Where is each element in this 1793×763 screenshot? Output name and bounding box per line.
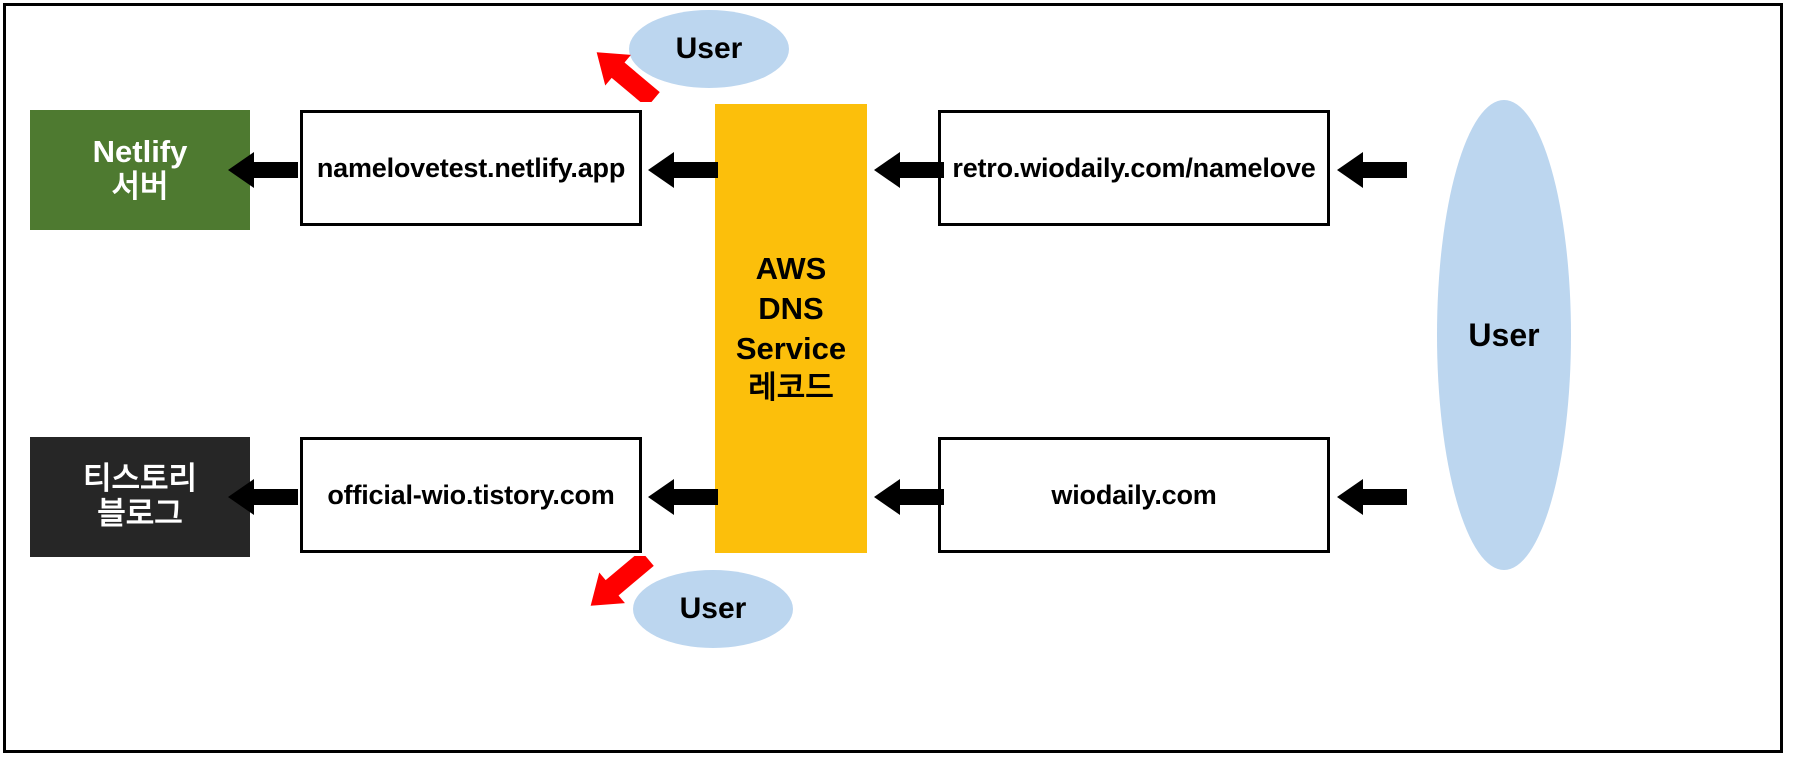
arrow-netlifyapp-to-netlifyserver [228, 152, 298, 188]
user-bottom-label: User [679, 592, 747, 625]
node-retro-wiodaily-namelove[interactable]: retro.wiodaily.com/namelove [938, 110, 1330, 226]
aws-dns-label-line4: 레코드 [748, 370, 834, 406]
arrow-wiodaily-to-dns [874, 479, 944, 515]
arrow-userbottom-to-tistorydomain [590, 556, 654, 606]
diagram-frame [3, 3, 1783, 753]
node-tistory-blog[interactable]: 티스토리 블로그 [30, 437, 250, 557]
netlify-server-label-line1: Netlify [92, 134, 188, 170]
user-right-label: User [1468, 316, 1540, 353]
user-top-label: User [675, 32, 743, 65]
aws-dns-label-line3: Service [735, 330, 847, 366]
arrow-tistorydomain-to-tistoryblog [228, 479, 298, 515]
node-user-right[interactable]: User [1437, 100, 1571, 570]
arrow-userright-to-retro [1337, 152, 1407, 188]
node-user-top[interactable]: User [629, 10, 789, 88]
arrow-dns-to-netlifyapp [648, 152, 718, 188]
node-namelovetest-netlify-app[interactable]: namelovetest.netlify.app [300, 110, 642, 226]
node-user-bottom[interactable]: User [633, 570, 793, 648]
tistory-blog-label-line2: 블로그 [97, 496, 183, 531]
node-official-wio-tistory-com[interactable]: official-wio.tistory.com [300, 437, 642, 553]
aws-dns-label-line2: DNS [758, 290, 824, 326]
node-netlify-server[interactable]: Netlify 서버 [30, 110, 250, 230]
netlify-server-label-line2: 서버 [111, 169, 169, 204]
node-wiodaily-com[interactable]: wiodaily.com [938, 437, 1330, 553]
arrow-userright-to-wiodaily [1337, 479, 1407, 515]
aws-dns-label-line1: AWS [755, 251, 827, 287]
tistory-blog-label-line1: 티스토리 [82, 461, 198, 497]
retro-wiodaily-namelove-label: retro.wiodaily.com/namelove [952, 152, 1316, 183]
arrow-dns-to-tistorydomain [648, 479, 718, 515]
arrow-usertop-to-netlifyapp [596, 52, 660, 102]
wiodaily-com-label: wiodaily.com [1051, 479, 1217, 510]
namelovetest-netlify-app-label: namelovetest.netlify.app [316, 152, 626, 183]
node-aws-dns-service[interactable]: AWS DNS Service 레코드 [715, 104, 867, 553]
arrow-retro-to-dns [874, 152, 944, 188]
official-wio-tistory-com-label: official-wio.tistory.com [327, 479, 615, 510]
